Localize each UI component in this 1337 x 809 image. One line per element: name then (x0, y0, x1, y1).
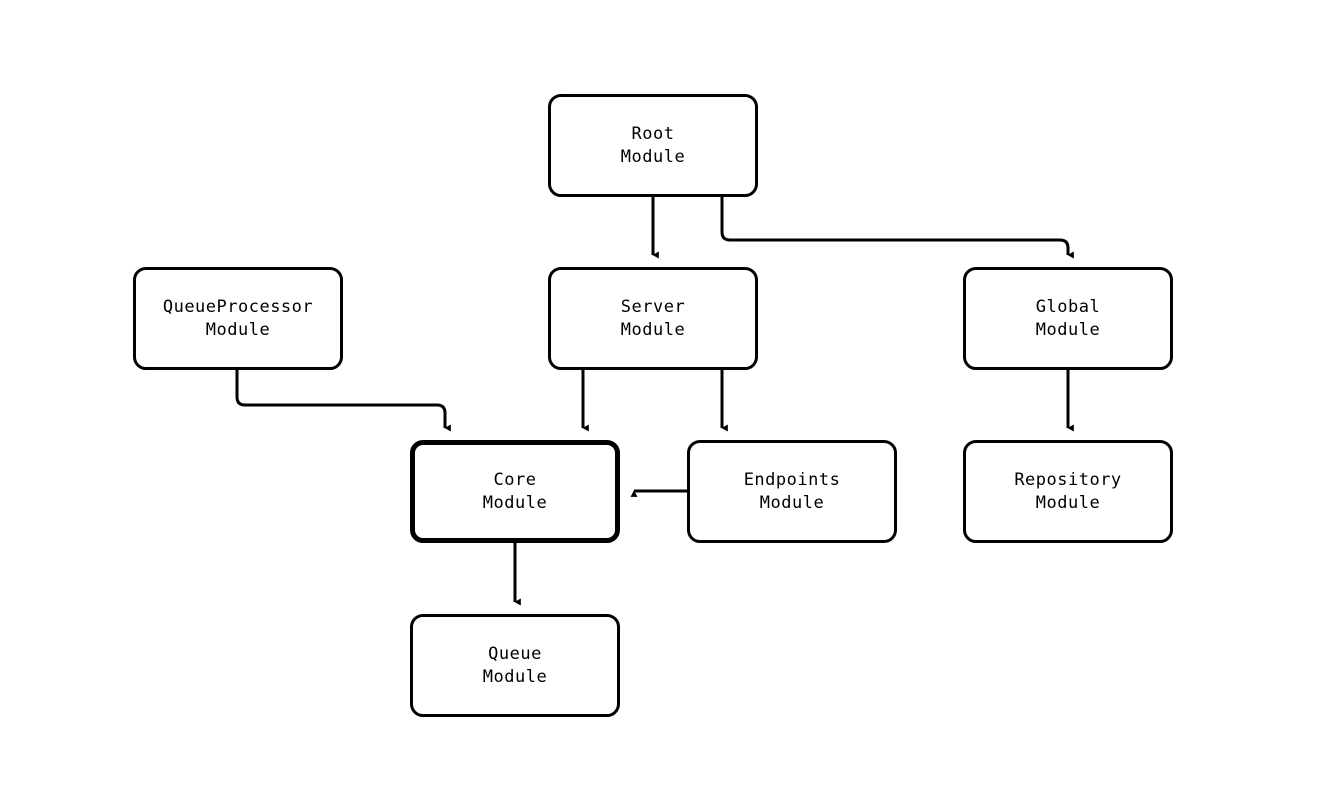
node-endpoints-label-line1: Endpoints (743, 469, 841, 490)
node-repository-label-line2: Module (1035, 492, 1101, 513)
node-server-label-line1: Server (620, 296, 686, 317)
node-endpoints-label-line2: Module (759, 492, 825, 513)
node-repository-label-line1: Repository (1014, 469, 1122, 490)
node-global-label-line2: Module (1035, 319, 1101, 340)
node-queueprocessor-label-line1: QueueProcessor (162, 296, 314, 317)
node-core-label-line2: Module (482, 492, 548, 513)
node-queue-label-line2: Module (482, 666, 548, 687)
node-core-label-line1: Core (493, 469, 537, 490)
node-root-label-line1: Root (631, 123, 675, 144)
edge-queueprocessor-to-core (235, 370, 451, 432)
node-server-label-line2: Module (620, 319, 686, 340)
node-queueprocessor-label-line2: Module (205, 319, 271, 340)
node-queue-label-line1: Queue (488, 643, 542, 664)
edge-root-to-global (720, 197, 1074, 259)
node-root-label-line2: Module (620, 146, 686, 167)
node-global-label-line1: Global (1035, 296, 1101, 317)
